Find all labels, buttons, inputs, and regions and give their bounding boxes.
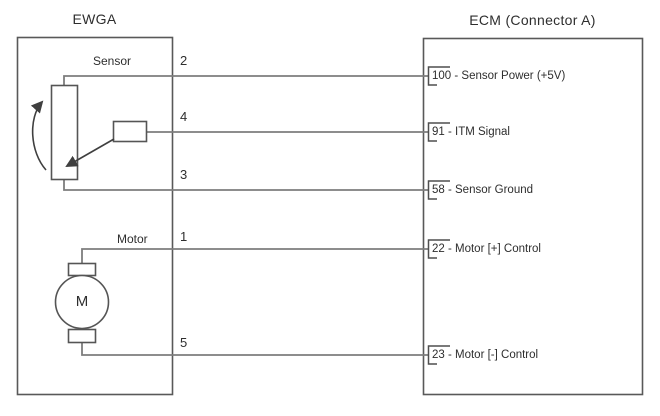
motor-top-terminal-icon: [67, 262, 97, 277]
ecm-box-title: ECM (Connector A): [469, 12, 596, 28]
wire-pin5-to-23: [81, 342, 429, 356]
terminal-bracket-23-icon: [427, 345, 450, 365]
ecm-pin-label-100: 100 - Sensor Power (+5V): [432, 70, 566, 82]
wiper-arrow-icon: [65, 138, 115, 167]
wire-number-1: 1: [180, 229, 188, 244]
sensor-wiper-block-icon: [112, 120, 148, 143]
motor-bottom-terminal-icon: [67, 328, 97, 344]
wire-pin3-to-58: [63, 180, 429, 191]
terminal-bracket-91-icon: [427, 122, 450, 142]
wire-number-4: 4: [180, 109, 188, 124]
ecm-pin-label-23: 23 - Motor [-] Control: [432, 349, 539, 361]
ecm-pin-label-22: 22 - Motor [+] Control: [432, 243, 541, 255]
wire-number-3: 3: [180, 167, 188, 182]
ecm-box-outline: [422, 37, 644, 396]
wire-pin1-to-22: [81, 248, 429, 263]
wire-number-2: 2: [180, 53, 188, 68]
wire-pin2-to-100: [63, 75, 429, 85]
terminal-bracket-58-icon: [427, 180, 450, 200]
ewga-box-title: EWGA: [72, 11, 117, 27]
rotation-arrow-icon: [30, 100, 47, 171]
sensor-section-label: Sensor: [93, 54, 132, 68]
sensor-resistor-icon: [50, 84, 79, 181]
ecm-pin-label-91: 91 - ITM Signal: [432, 126, 510, 138]
terminal-bracket-100-icon: [427, 66, 450, 86]
ecm-pin-label-58: 58 - Sensor Ground: [432, 184, 534, 196]
motor-symbol-label: M: [75, 293, 89, 310]
terminal-bracket-22-icon: [427, 239, 450, 259]
wire-number-5: 5: [180, 335, 188, 350]
motor-section-label: Motor: [117, 232, 148, 246]
ewga-box-outline: [16, 36, 174, 396]
motor-icon: [54, 274, 110, 330]
